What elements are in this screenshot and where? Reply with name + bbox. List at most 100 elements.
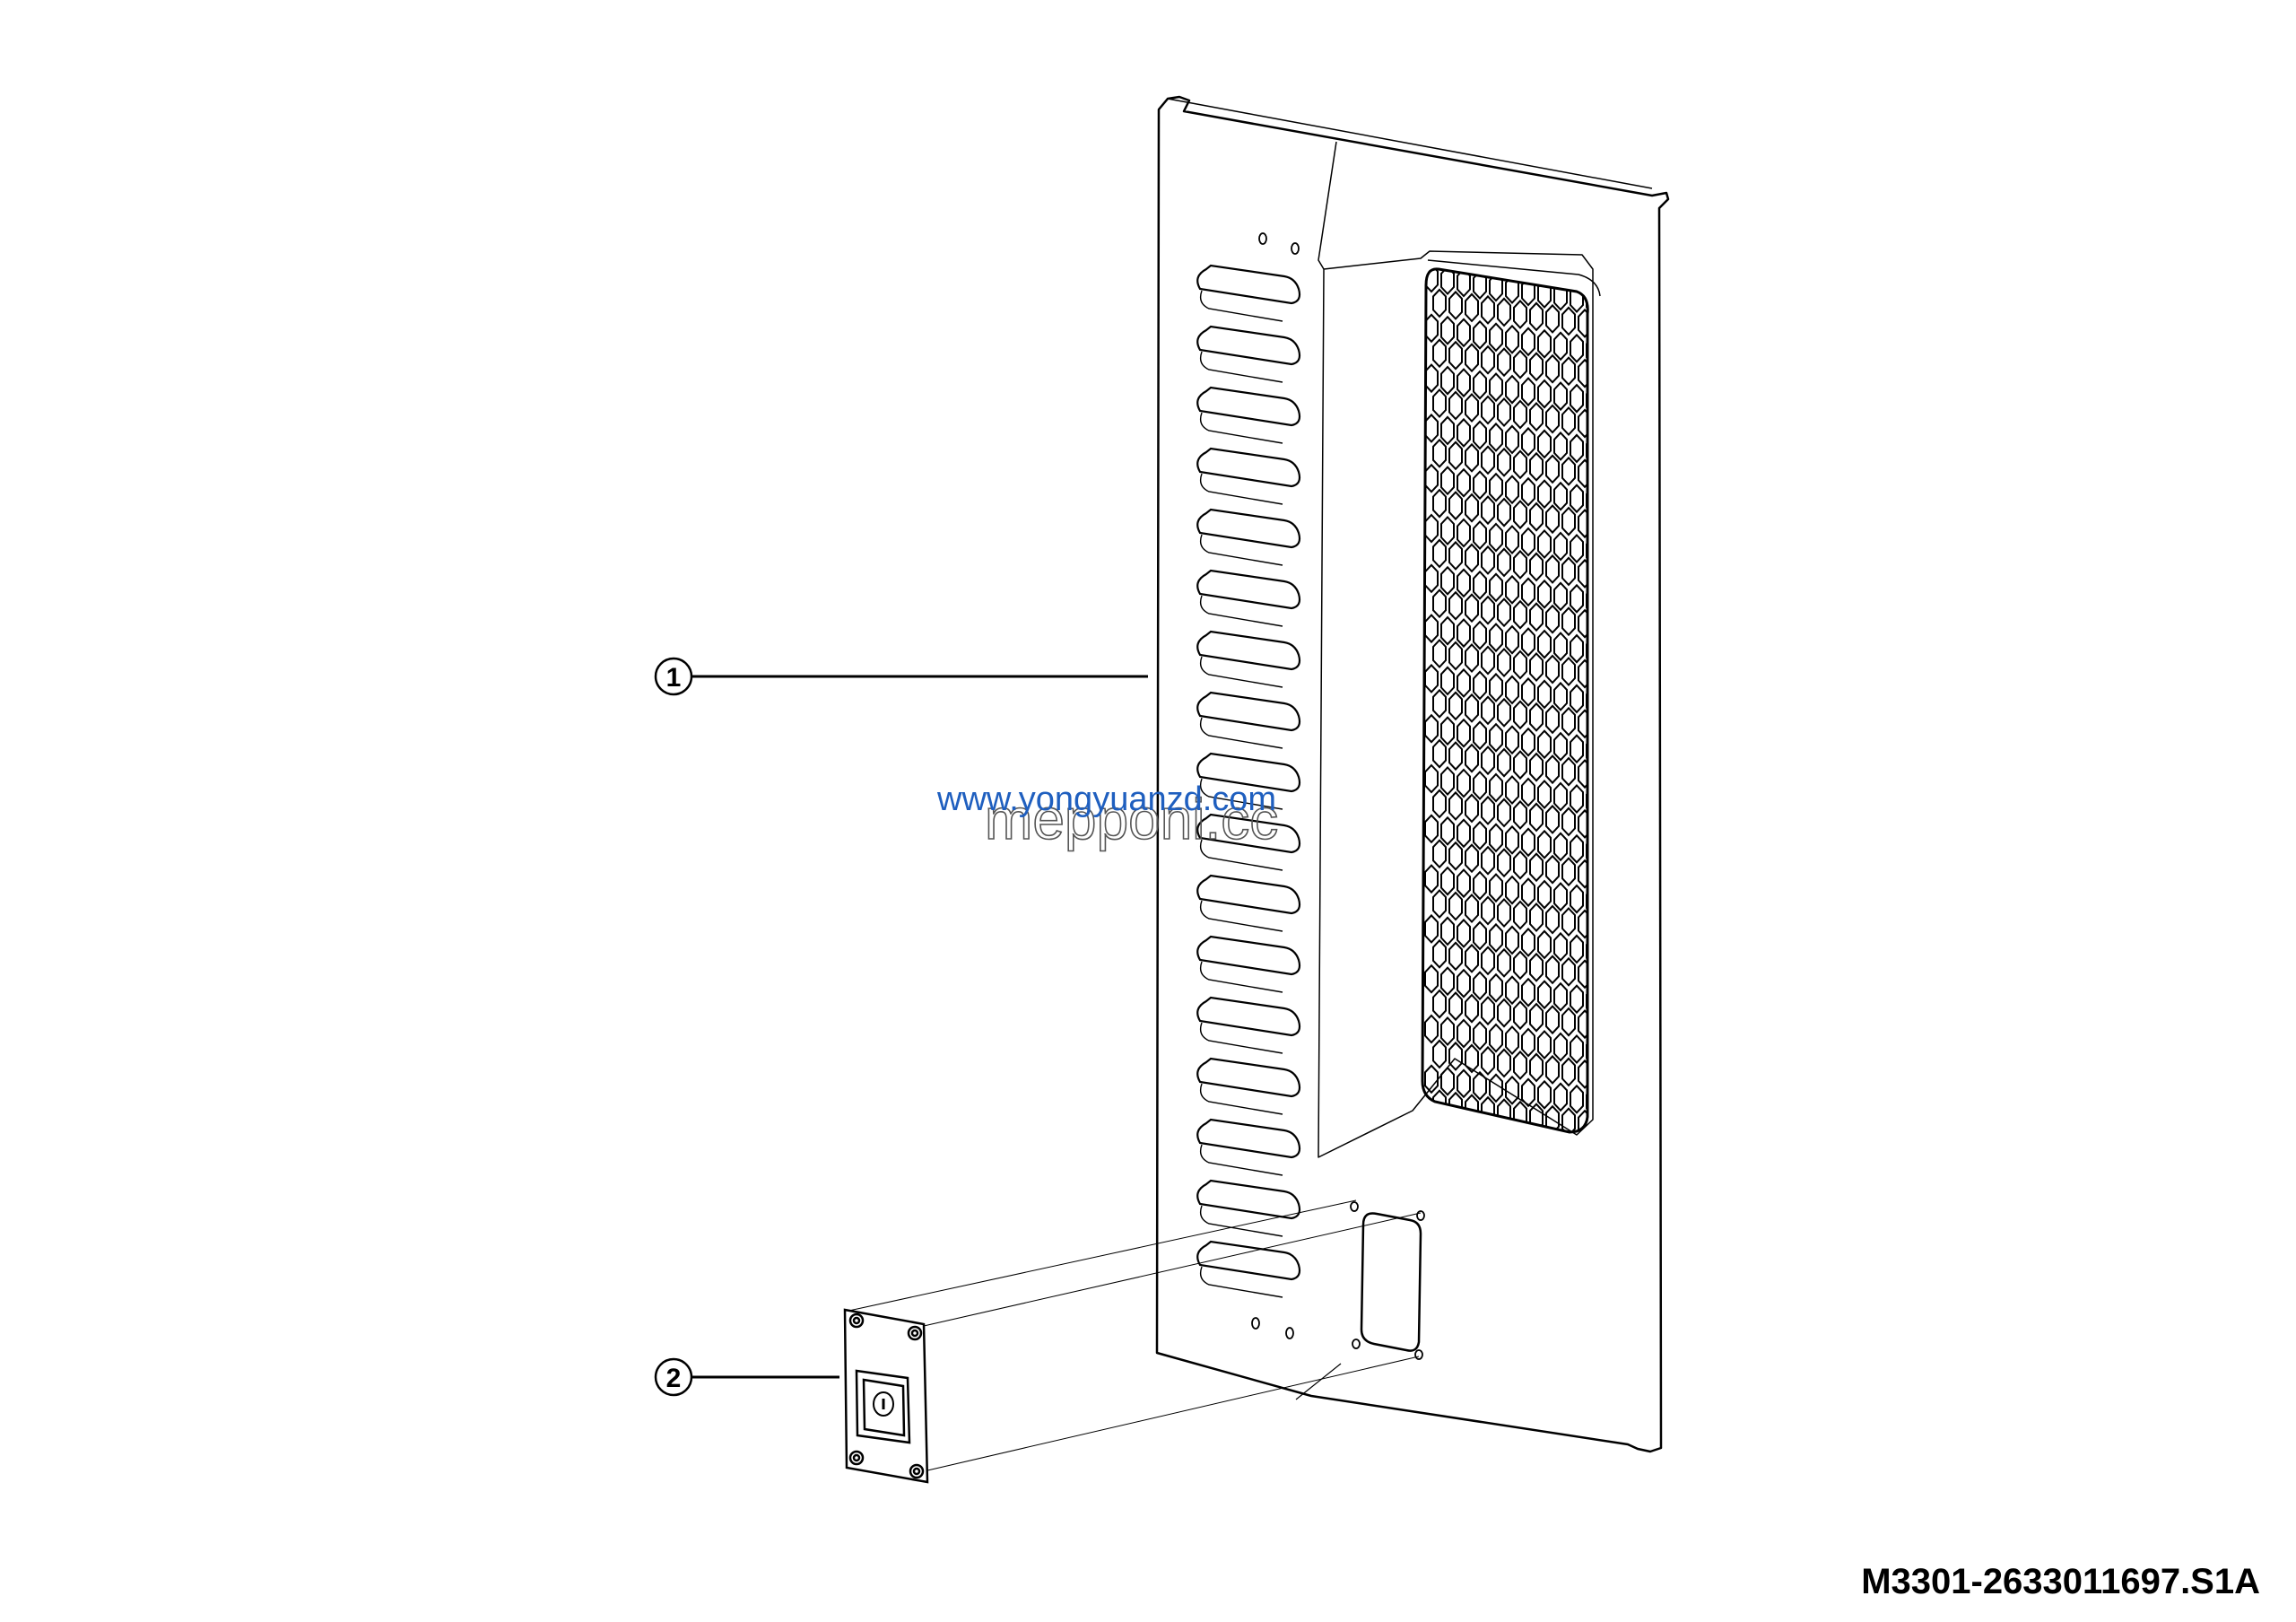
louver-slot (1196, 630, 1301, 671)
mesh-cell (1424, 463, 1439, 493)
mesh-cell (1505, 525, 1519, 554)
mesh-cell (1432, 288, 1447, 318)
mesh-cell (1497, 848, 1511, 878)
mesh-cell (1473, 520, 1487, 550)
mesh-cell (1440, 415, 1455, 446)
mesh-cell (1553, 431, 1568, 461)
mesh-cell (1481, 294, 1495, 325)
mesh-cell (1586, 836, 1588, 867)
mesh-cell (1424, 413, 1439, 443)
mesh-cell (1529, 501, 1544, 532)
mesh-cell (1529, 1002, 1544, 1033)
mesh-cell (1473, 1070, 1487, 1101)
mesh-cell (1465, 743, 1479, 773)
mesh-cell (1578, 709, 1588, 739)
mesh-cell (1521, 927, 1535, 957)
louver-edge (1199, 717, 1283, 749)
mesh-cell (1570, 1084, 1584, 1114)
mesh-cell (1473, 720, 1487, 751)
mesh-cell (1448, 641, 1463, 671)
mesh-cell (1586, 736, 1588, 766)
mesh-cell (1489, 422, 1503, 452)
mesh-cell (1481, 895, 1495, 926)
mesh-cell (1561, 657, 1576, 686)
mesh-cell (1529, 402, 1544, 432)
callout-1-label: 1 (666, 663, 682, 693)
mesh-cell (1473, 920, 1487, 951)
mesh-cell (1448, 491, 1463, 521)
mesh-cell (1521, 676, 1535, 707)
mesh-cell (1481, 845, 1495, 876)
mesh-cell (1529, 301, 1544, 332)
louver-slot (1196, 325, 1301, 366)
mesh-cell (1465, 894, 1479, 923)
mesh-cell (1489, 472, 1503, 502)
mesh-cell (1457, 1068, 1471, 1099)
mesh-cell (1457, 667, 1471, 698)
mesh-cell (1586, 786, 1588, 816)
mesh-cell (1529, 602, 1544, 632)
louver-slot (1196, 264, 1301, 305)
mesh-cell (1586, 1086, 1588, 1117)
mesh-cell (1521, 777, 1535, 807)
mesh-cell (1448, 991, 1463, 1022)
louver-edge (1199, 351, 1283, 383)
mesh-cell (1481, 445, 1495, 475)
mesh-cell (1424, 713, 1439, 744)
mesh-cell (1489, 522, 1503, 553)
mesh-cell (1457, 1018, 1471, 1049)
mesh-cell (1586, 636, 1588, 667)
mesh-cell (1497, 597, 1511, 628)
mesh-cell (1537, 980, 1552, 1010)
mesh-cell (1440, 1066, 1455, 1096)
mesh-cell (1497, 497, 1511, 528)
mesh-cell (1489, 922, 1503, 953)
mesh-cell (1529, 852, 1544, 883)
louver-edge (1199, 839, 1283, 871)
mesh-cell (1497, 648, 1511, 677)
mesh-cell (1561, 406, 1576, 436)
mesh-cell (1553, 1032, 1568, 1062)
mesh-cell (1570, 484, 1584, 514)
mesh-cell (1505, 975, 1519, 1006)
louver-edge (1199, 778, 1283, 810)
mesh-cell (1578, 308, 1588, 338)
louver-slot (1196, 1179, 1301, 1220)
mesh-cell (1489, 873, 1503, 903)
callout-1: 1 (654, 657, 1148, 696)
mesh-cell (1448, 340, 1463, 371)
mesh-cell (1448, 540, 1463, 571)
mesh-cell (1424, 864, 1439, 894)
mesh-cell (1497, 397, 1511, 427)
mesh-cell (1497, 1048, 1511, 1078)
mesh-cell (1497, 798, 1511, 828)
mesh-cell (1553, 931, 1568, 962)
mesh-cell (1513, 850, 1527, 880)
mesh-cell (1489, 1073, 1503, 1103)
mesh-cell (1424, 1064, 1439, 1094)
mesh-cell (1545, 704, 1560, 735)
mesh-cell (1424, 964, 1439, 994)
mesh-cell (1432, 488, 1447, 519)
mesh-cell (1586, 685, 1588, 716)
mesh-cell (1529, 1052, 1544, 1083)
mesh-cell (1448, 290, 1463, 320)
mesh-cell (1489, 272, 1503, 302)
mesh-cell (1521, 827, 1535, 858)
mesh-cell (1521, 1077, 1535, 1108)
mesh-cell (1561, 956, 1576, 987)
mesh-cell (1440, 866, 1455, 896)
mesh-cell (1553, 581, 1568, 612)
mesh-cell (1545, 955, 1560, 985)
mesh-cell (1448, 790, 1463, 821)
mesh-cell (1432, 589, 1447, 619)
mesh-cell (1553, 331, 1568, 362)
mesh-cell (1570, 383, 1584, 414)
mesh-cell (1457, 768, 1471, 798)
mesh-cell (1561, 356, 1576, 387)
mesh-cell (1432, 989, 1447, 1019)
mesh-cell (1537, 629, 1552, 659)
mesh-cell (1537, 729, 1552, 760)
mesh-cell (1505, 475, 1519, 505)
mesh-cell (1432, 338, 1447, 369)
